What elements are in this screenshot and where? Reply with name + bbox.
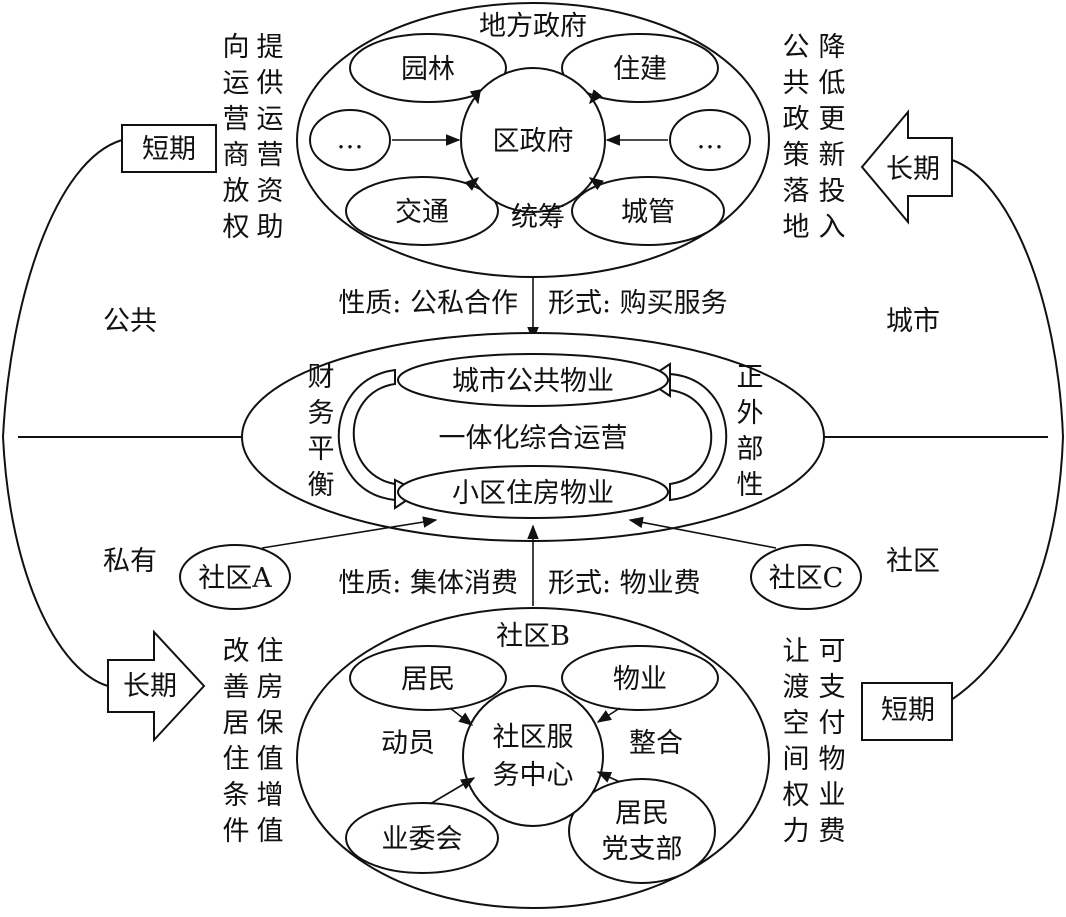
top-right-inner-column: 公共政策落地 <box>783 32 810 243</box>
community-a <box>179 544 291 610</box>
coordinate-label: 统筹 <box>511 202 565 233</box>
node-residents <box>349 645 507 711</box>
mobilize-label: 动员 <box>381 728 435 759</box>
svg-text:短期: 短期 <box>142 134 196 165</box>
top-right-outer-column: 降低更新投入 <box>819 32 846 243</box>
top-form-label: 形式: 购买服务 <box>548 288 728 319</box>
arrow-long-term-top-right: 长期 <box>860 109 953 225</box>
district-government-circle <box>460 67 606 213</box>
node-property-company <box>561 645 719 711</box>
bottom-left-outer-column: 改善居住条件 <box>223 636 250 847</box>
quadrant-community: 社区 <box>886 546 940 577</box>
svg-text:住建: 住建 <box>613 54 667 85</box>
svg-text:城管: 城管 <box>621 197 675 228</box>
quadrant-city: 城市 <box>886 306 940 337</box>
arrow-party-to-center <box>596 771 621 783</box>
residential-property-box <box>397 465 669 519</box>
quadrant-public: 公共 <box>103 306 157 337</box>
node-owners-committee <box>345 802 499 874</box>
local-government-title: 地方政府 <box>479 11 587 42</box>
community-c <box>750 544 862 610</box>
svg-text:党支部: 党支部 <box>602 834 683 865</box>
bottom-right-inner-column: 让渡空间权力 <box>783 636 810 847</box>
positive-externality-vertical: 正外部性 <box>737 362 764 501</box>
svg-text:务中心: 务中心 <box>493 760 574 791</box>
node-ellipsis-right <box>669 109 751 171</box>
bottom-left-inner-column: 住房保值增值 <box>257 636 284 847</box>
community-b-title: 社区B <box>496 621 570 652</box>
bottom-right-outer-column: 可支付物业费 <box>819 636 846 847</box>
svg-text:社区服: 社区服 <box>493 722 574 753</box>
arrow-committee-to-center <box>429 777 476 805</box>
arrow-community-a-to-residential <box>261 516 438 549</box>
svg-text:物业: 物业 <box>613 664 667 695</box>
bottom-form-label: 形式: 物业费 <box>548 568 701 599</box>
svg-text:长期: 长期 <box>123 671 177 702</box>
node-residents-party-branch <box>568 778 716 884</box>
svg-text:小区住房物业: 小区住房物业 <box>452 478 614 509</box>
top-left-outer-column: 向运营商放权 <box>223 32 250 243</box>
arrow-urban-mgmt-to-district <box>588 177 604 191</box>
svg-text:…: … <box>697 124 724 155</box>
arrow-transport-to-district <box>464 177 480 191</box>
arrow-short-term-top-left: 短期 <box>121 124 217 173</box>
svg-text:…: … <box>337 124 364 155</box>
arrow-housing-to-district <box>589 89 603 105</box>
community-service-center-circle <box>462 685 604 827</box>
svg-text:居民: 居民 <box>615 798 669 829</box>
urban-public-property-box <box>397 353 669 407</box>
left-outer-arc <box>1 139 123 687</box>
bottom-nature-label: 性质: 集体消费 <box>338 568 518 599</box>
integrate-label: 整合 <box>629 728 683 759</box>
node-housing-construction <box>561 33 719 103</box>
svg-text:城市公共物业: 城市公共物业 <box>452 366 614 397</box>
svg-text:社区A: 社区A <box>198 563 272 594</box>
svg-text:业委会: 业委会 <box>382 824 463 855</box>
quadrant-private: 私有 <box>103 546 157 577</box>
svg-text:短期: 短期 <box>881 695 935 726</box>
top-left-inner-column: 提供运营资助 <box>257 32 284 243</box>
node-transport <box>345 176 499 246</box>
svg-text:社区C: 社区C <box>769 563 844 594</box>
arrow-property-to-center <box>596 707 621 723</box>
node-ellipsis-left <box>309 109 391 171</box>
top-nature-label: 性质: 公私合作 <box>338 288 518 319</box>
arrow-short-term-bottom-right: 短期 <box>861 682 953 741</box>
arrow-community-c-to-residential <box>628 516 777 549</box>
financial-balance-vertical: 财务平衡 <box>308 362 335 501</box>
svg-text:居民: 居民 <box>401 664 455 695</box>
arrow-residents-to-center <box>449 707 474 726</box>
svg-text:长期: 长期 <box>886 154 940 185</box>
node-gardens <box>349 33 507 103</box>
svg-text:园林: 园林 <box>401 54 455 85</box>
svg-text:交通: 交通 <box>395 197 449 228</box>
district-government-label: 区政府 <box>493 126 574 157</box>
arrow-gardens-to-district <box>469 89 482 105</box>
arrow-long-term-bottom-left: 长期 <box>107 629 206 743</box>
right-outer-arc <box>877 159 1065 731</box>
integrated-operation-label: 一体化综合运营 <box>439 423 628 454</box>
node-urban-management <box>571 176 725 246</box>
